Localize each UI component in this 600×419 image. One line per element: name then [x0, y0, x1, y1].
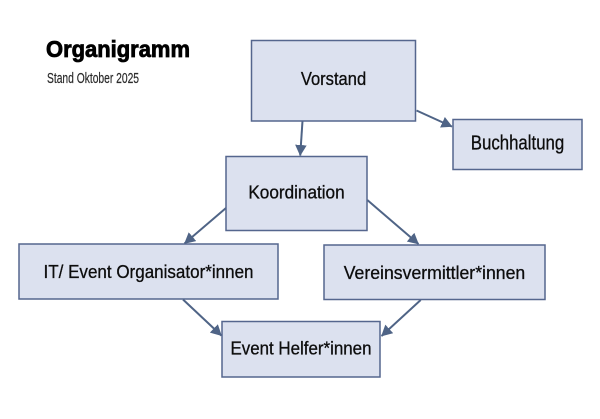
svg-text:Event Helfer*innen: Event Helfer*innen — [231, 337, 372, 358]
svg-text:IT/ Event Organisator*innen: IT/ Event Organisator*innen — [44, 261, 254, 282]
svg-text:Stand Oktober 2025: Stand Oktober 2025 — [47, 71, 139, 87]
svg-text:Vereinsvermittler*innen: Vereinsvermittler*innen — [344, 262, 526, 283]
svg-text:Buchhaltung: Buchhaltung — [471, 133, 565, 155]
svg-text:Vorstand: Vorstand — [301, 68, 366, 89]
svg-text:Organigramm: Organigramm — [46, 36, 190, 62]
svg-text:Koordination: Koordination — [248, 181, 344, 202]
